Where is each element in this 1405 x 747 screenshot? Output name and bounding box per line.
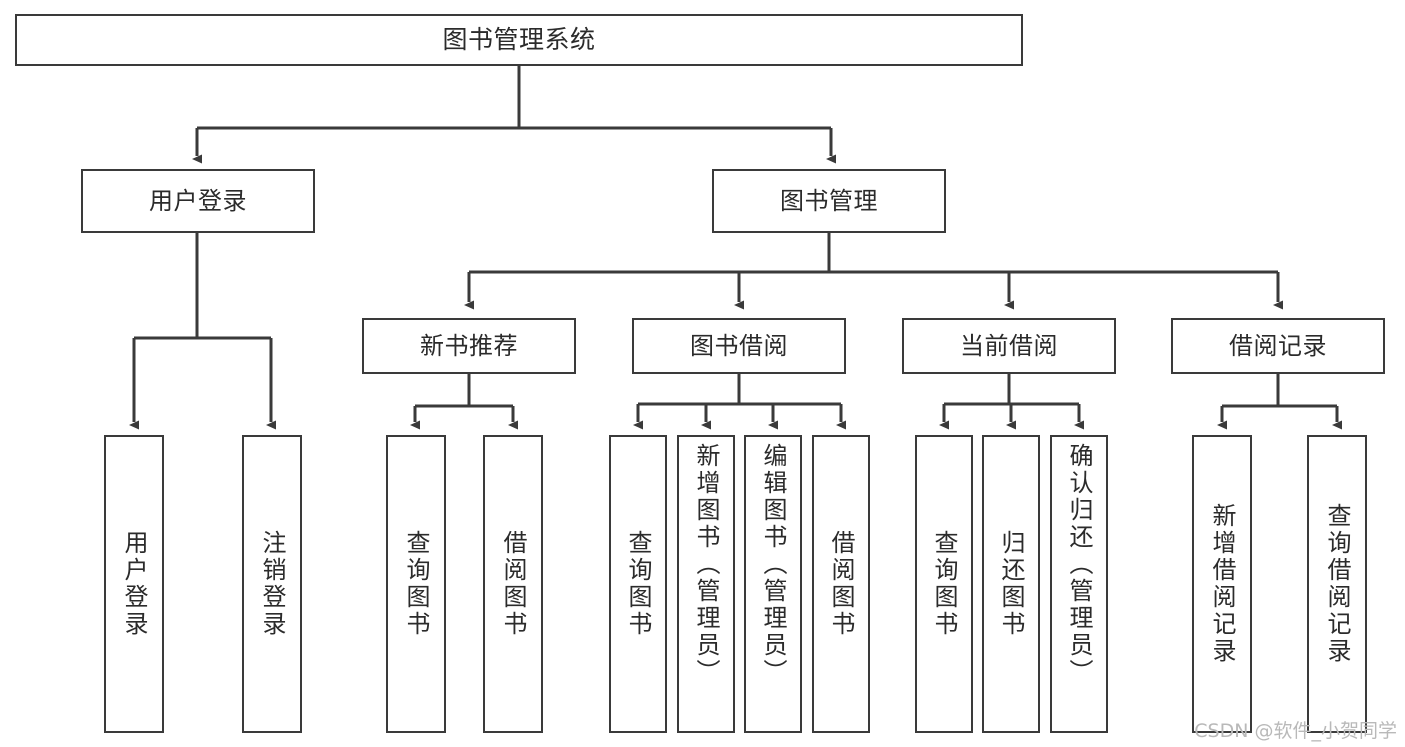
node-label: 图书管理系统 [442,25,596,55]
node-label: 新增图书（管理员） [692,443,720,686]
leaf-borrow-book-borrow[interactable]: 借阅图书 [812,435,870,733]
node-label: 编辑图书（管理员） [759,443,787,686]
leaf-query-book-recommend[interactable]: 查询图书 [386,435,446,733]
node-label: 注销登录 [258,530,286,638]
node-label: 借阅图书 [499,530,527,638]
node-label: 查询图书 [402,530,430,638]
leaf-edit-book-admin[interactable]: 编辑图书（管理员） [744,435,802,733]
leaf-return-book[interactable]: 归还图书 [982,435,1040,733]
leaf-query-borrow-record[interactable]: 查询借阅记录 [1307,435,1367,733]
node-label: 当前借阅 [960,331,1058,360]
node-label: 新增借阅记录 [1208,503,1236,665]
leaf-borrow-book-recommend[interactable]: 借阅图书 [483,435,543,733]
node-label: 新书推荐 [420,331,518,360]
leaf-add-borrow-record[interactable]: 新增借阅记录 [1192,435,1252,733]
leaf-query-book-borrow[interactable]: 查询图书 [609,435,667,733]
node-user-login[interactable]: 用户登录 [81,169,315,233]
node-label: 借阅记录 [1229,331,1327,360]
node-book-borrow[interactable]: 图书借阅 [632,318,846,374]
node-new-book-recommend[interactable]: 新书推荐 [362,318,576,374]
leaf-user-login[interactable]: 用户登录 [104,435,164,733]
node-label: 查询图书 [624,530,652,638]
node-borrow-record[interactable]: 借阅记录 [1171,318,1385,374]
node-label: 查询借阅记录 [1323,503,1351,665]
leaf-query-book-current[interactable]: 查询图书 [915,435,973,733]
node-label: 确认归还（管理员） [1065,443,1093,686]
node-book-manage[interactable]: 图书管理 [712,169,946,233]
node-label: 查询图书 [930,530,958,638]
node-current-borrow[interactable]: 当前借阅 [902,318,1116,374]
node-label: 借阅图书 [827,530,855,638]
node-label: 归还图书 [997,530,1025,638]
node-label: 图书借阅 [690,331,788,360]
node-root-book-management-system[interactable]: 图书管理系统 [15,14,1023,66]
node-label: 图书管理 [780,186,878,215]
leaf-logout-login[interactable]: 注销登录 [242,435,302,733]
node-label: 用户登录 [149,186,247,215]
leaf-add-book-admin[interactable]: 新增图书（管理员） [677,435,735,733]
csdn-watermark: CSDN @软件_小贺同学 [1194,720,1397,742]
node-label: 用户登录 [120,530,148,638]
leaf-confirm-return-admin[interactable]: 确认归还（管理员） [1050,435,1108,733]
